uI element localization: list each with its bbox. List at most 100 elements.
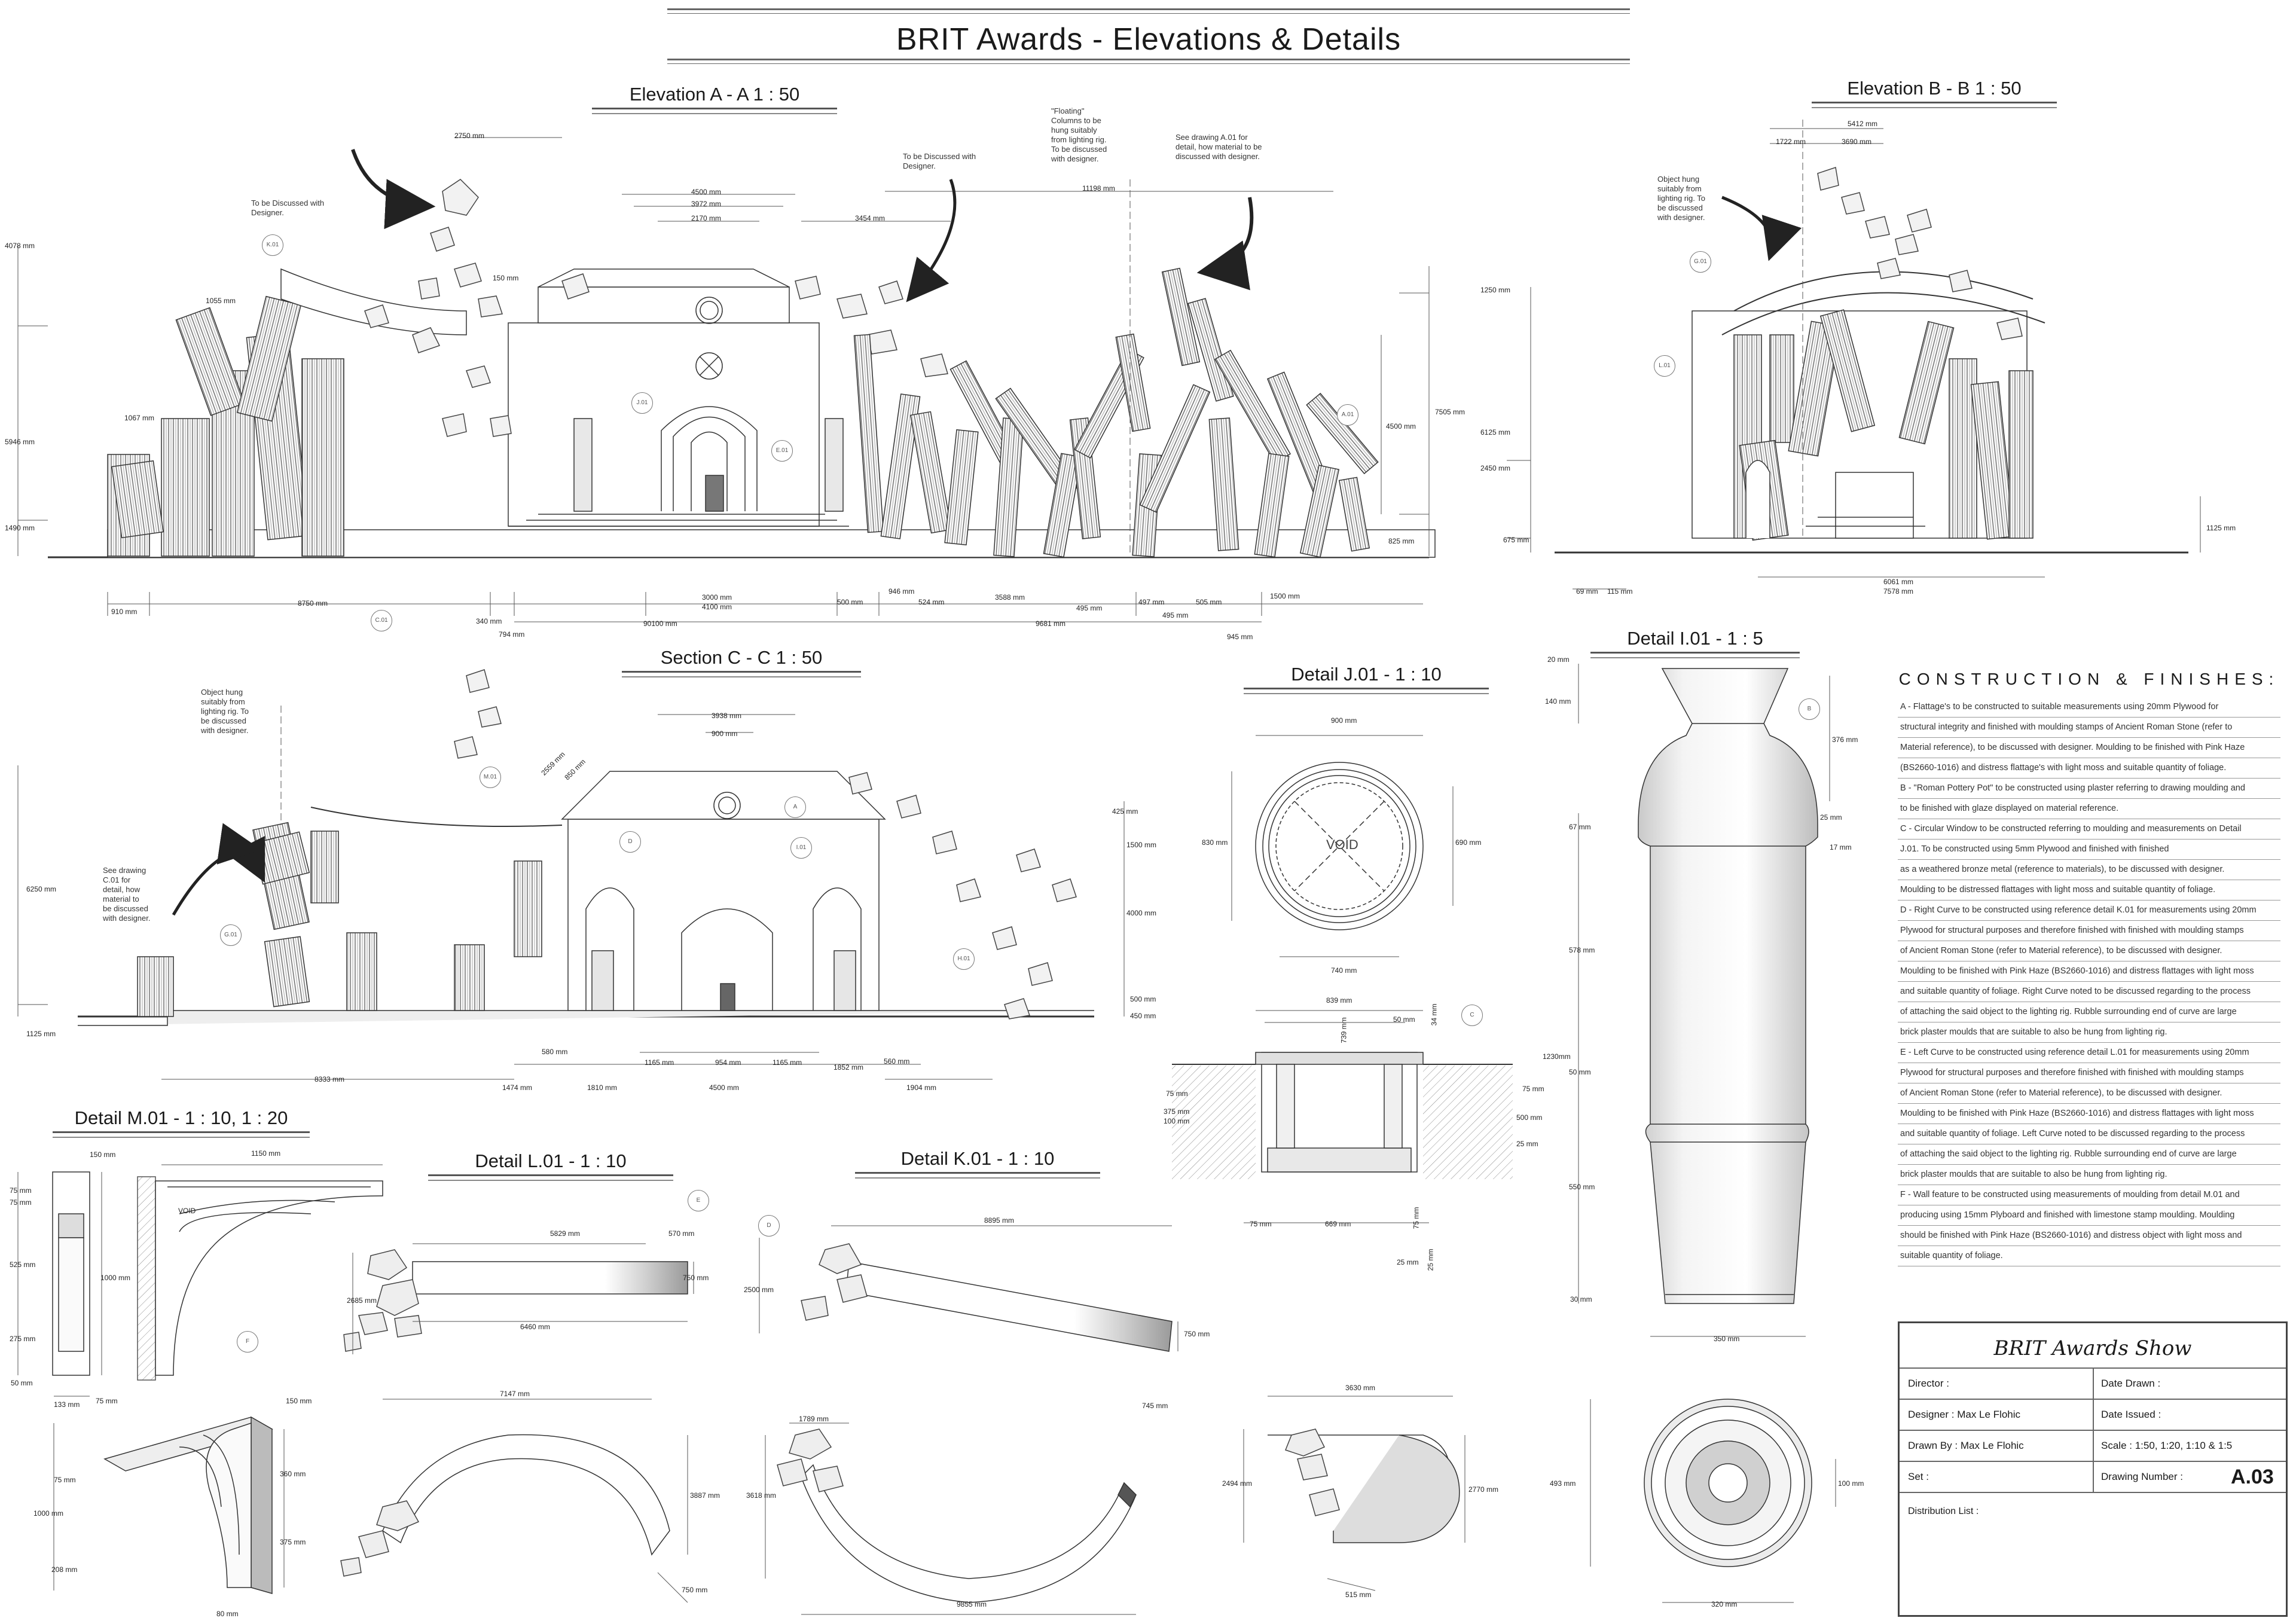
label-detail-i: Detail I.01 - 1 : 5 <box>1590 628 1800 658</box>
dim: 376 mm <box>1832 735 1858 744</box>
dim: VOID <box>178 1207 196 1215</box>
dim: 3938 mm <box>712 712 742 720</box>
dim: 1165 mm <box>773 1058 802 1067</box>
dim: 560 mm <box>884 1057 910 1066</box>
dim: 495 mm <box>1162 611 1189 619</box>
label-detail-m: Detail M.01 - 1 : 10, 1 : 20 <box>53 1107 310 1138</box>
reference-tag: C <box>1461 1005 1483 1026</box>
dim: 740 mm <box>1331 966 1357 975</box>
label-detail-l: Detail L.01 - 1 : 10 <box>428 1150 673 1181</box>
dim: 9855 mm <box>957 1600 987 1608</box>
dim: 7147 mm <box>500 1390 530 1398</box>
dim: 954 mm <box>715 1058 741 1067</box>
reference-tag: L.01 <box>1654 355 1675 377</box>
reference-tag: A.01 <box>1337 404 1358 426</box>
dim: 6250 mm <box>26 885 57 893</box>
dim: 515 mm <box>1345 1591 1372 1599</box>
dim: 3972 mm <box>691 200 722 208</box>
dim: 6061 mm <box>1883 578 1914 586</box>
dim: 69 mm <box>1576 587 1598 596</box>
construction-line: producing using 15mm Plyboard and finish… <box>1898 1205 2280 1226</box>
designer-field: Designer : Max Le Flohic <box>1908 1409 2021 1420</box>
dim: 1230mm <box>1543 1052 1571 1061</box>
reference-tag: I.01 <box>790 837 812 859</box>
dim: 839 mm <box>1326 996 1352 1005</box>
reference-tag: J.01 <box>631 392 653 414</box>
dim: 570 mm <box>668 1229 695 1238</box>
dim: 900 mm <box>1331 716 1357 725</box>
dim: 425 mm <box>1112 807 1138 816</box>
reference-tag: E.01 <box>771 440 793 462</box>
dim: 5829 mm <box>550 1229 581 1238</box>
note-see-c01: See drawing C.01 for detail, how materia… <box>103 866 151 923</box>
reference-tag: G.01 <box>220 924 242 946</box>
set-field: Set : <box>1908 1471 1929 1482</box>
dim: 1810 mm <box>587 1083 618 1092</box>
dim: 1500 mm <box>1270 592 1300 600</box>
construction-line: F - Wall feature to be constructed using… <box>1898 1185 2280 1205</box>
label-elevation-a: Elevation A - A 1 : 50 <box>592 84 837 114</box>
construction-line: A - Flattage's to be constructed to suit… <box>1898 697 2280 718</box>
dim: 8333 mm <box>315 1075 345 1083</box>
sheet-title: BRIT Awards - Elevations & Details <box>667 8 1630 64</box>
construction-title: CONSTRUCTION & FINISHES: <box>1898 670 2280 688</box>
reference-tag: D <box>619 831 641 853</box>
dim: 20 mm <box>1547 655 1570 664</box>
detail-l <box>340 1243 694 1603</box>
project-name: BRIT Awards Show <box>1900 1329 2286 1369</box>
dim: 1490 mm <box>5 524 35 532</box>
dim: 7505 mm <box>1435 408 1465 416</box>
dim: 690 mm <box>1455 838 1482 847</box>
construction-line: and suitable quantity of foliage. Left C… <box>1898 1124 2280 1144</box>
dim: 75 mm <box>10 1186 32 1195</box>
dim: 946 mm <box>889 587 915 596</box>
dim: 4500 mm <box>1386 422 1416 431</box>
reference-tag: B <box>1799 698 1820 720</box>
construction-lines: A - Flattage's to be constructed to suit… <box>1898 697 2280 1266</box>
construction-line: (BS2660-1016) and distress flattage's wi… <box>1898 758 2280 779</box>
construction-line: brick plaster moulds that are suitable t… <box>1898 1022 2280 1043</box>
label-elevation-b: Elevation B - B 1 : 50 <box>1812 78 2057 108</box>
drawn-by-field: Drawn By : Max Le Flohic <box>1908 1440 2024 1451</box>
dim: 100 mm <box>1838 1479 1864 1488</box>
detail-i <box>1578 664 1836 1603</box>
dim: 4500 mm <box>691 188 722 196</box>
dim: 1500 mm <box>1126 841 1157 849</box>
note-elevation-a-left: To be Discussed with Designer. <box>251 199 325 217</box>
dim: 739 mm <box>1339 1017 1348 1043</box>
detail-j <box>1172 735 1513 1223</box>
construction-line: Moulding to be distressed flattages with… <box>1898 880 2280 900</box>
construction-line: structural integrity and finished with m… <box>1898 718 2280 738</box>
dim: 75 mm <box>96 1397 118 1405</box>
dim: 5412 mm <box>1848 120 1878 128</box>
dim: 1067 mm <box>124 414 155 422</box>
dim: 350 mm <box>1714 1335 1740 1343</box>
director-field: Director : <box>1908 1378 1949 1389</box>
dim: 25 mm <box>1426 1248 1435 1271</box>
dim: 340 mm <box>476 617 502 625</box>
dim: 140 mm <box>1545 697 1571 706</box>
reference-tag: K.01 <box>262 234 283 256</box>
dim: 150 mm <box>286 1397 312 1405</box>
dim: 150 mm <box>90 1150 116 1159</box>
dim: 30 mm <box>1570 1295 1592 1304</box>
dim: 4000 mm <box>1126 909 1157 917</box>
dim: 5946 mm <box>5 438 35 446</box>
dim: 525 mm <box>10 1260 36 1269</box>
dim: 90100 mm <box>643 619 677 628</box>
date-issued-field: Date Issued : <box>2101 1409 2161 1420</box>
construction-line: of attaching the said object to the ligh… <box>1898 1002 2280 1022</box>
dim: 208 mm <box>51 1565 78 1574</box>
dim: 495 mm <box>1076 604 1103 612</box>
construction-line: to be finished with glaze displayed on m… <box>1898 799 2280 819</box>
dim: 2494 mm <box>1222 1479 1253 1488</box>
dim: 75 mm <box>54 1476 76 1484</box>
dim: 450 mm <box>1130 1012 1156 1020</box>
reference-tag: C.01 <box>371 610 392 631</box>
dim: 2450 mm <box>1480 464 1511 472</box>
dim: 25 mm <box>1397 1258 1419 1266</box>
date-drawn-field: Date Drawn : <box>2101 1378 2161 1389</box>
dim: 3630 mm <box>1345 1384 1376 1392</box>
dim: 497 mm <box>1138 598 1165 606</box>
dim: 6460 mm <box>520 1323 551 1331</box>
